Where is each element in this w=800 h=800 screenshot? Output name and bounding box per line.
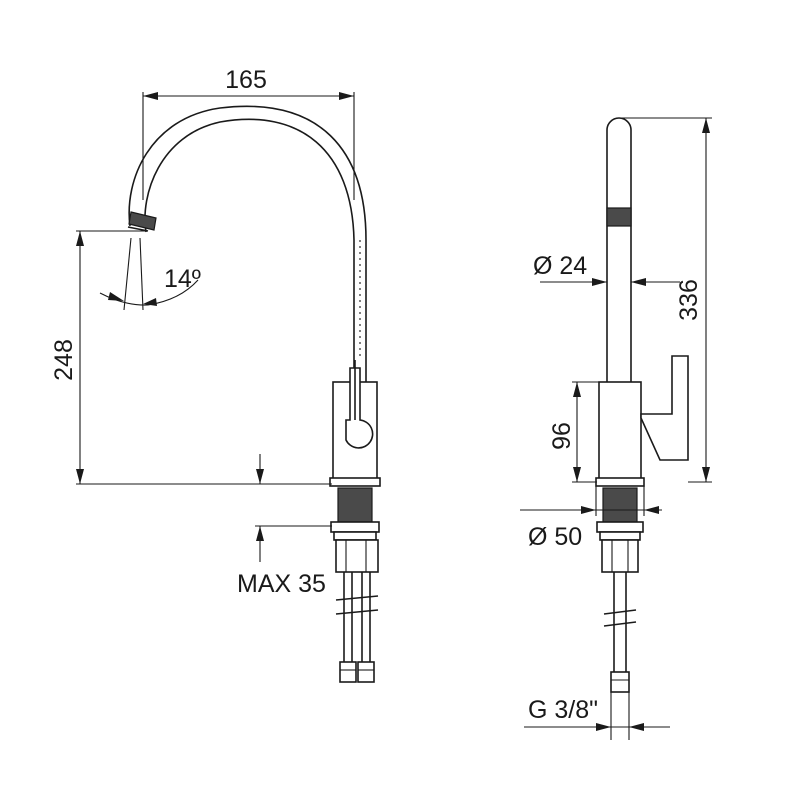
side-aerator: [606, 207, 632, 227]
dim-96-label: 96: [548, 422, 576, 450]
dim-d50-label: Ø 50: [528, 523, 582, 551]
front-spout-tip: [127, 226, 149, 232]
dim-336-label: 336: [675, 279, 703, 321]
dim-g38-label: G 3/8": [528, 696, 598, 724]
side-nut-2: [599, 531, 641, 541]
side-shank: [602, 487, 638, 523]
dim-angle-leg-2: [139, 237, 144, 311]
dim-165-label: 165: [225, 66, 267, 94]
side-nut: [596, 521, 644, 533]
front-view: 165 248 14º MAX 35: [50, 66, 381, 683]
front-shank: [337, 487, 373, 523]
side-view: Ø 24 336 96 Ø 50 G 3/8": [520, 117, 712, 740]
front-spout-inner: [128, 105, 367, 382]
dim-angle-label: 14º: [164, 265, 201, 293]
front-lever: [345, 367, 374, 449]
side-base-ring: [595, 477, 645, 487]
side-spout: [606, 117, 632, 382]
side-fixing-block: [601, 539, 639, 573]
dim-d24-label: Ø 24: [533, 252, 587, 280]
side-lever: [640, 355, 689, 461]
front-fixing-block: [335, 539, 379, 573]
dim-max35-label: MAX 35: [237, 570, 326, 598]
dim-angle-leg-1: [123, 237, 132, 311]
front-base-ring: [329, 477, 381, 487]
front-nut-2: [333, 531, 377, 541]
front-hose-nut-right: [357, 661, 375, 683]
side-hose-nut: [610, 671, 630, 693]
front-spout: [144, 118, 355, 382]
front-nut: [330, 521, 380, 533]
dim-248-label: 248: [50, 339, 78, 381]
front-hose-nut-left: [339, 661, 357, 683]
side-body: [598, 381, 642, 483]
front-aerator: [128, 211, 157, 231]
